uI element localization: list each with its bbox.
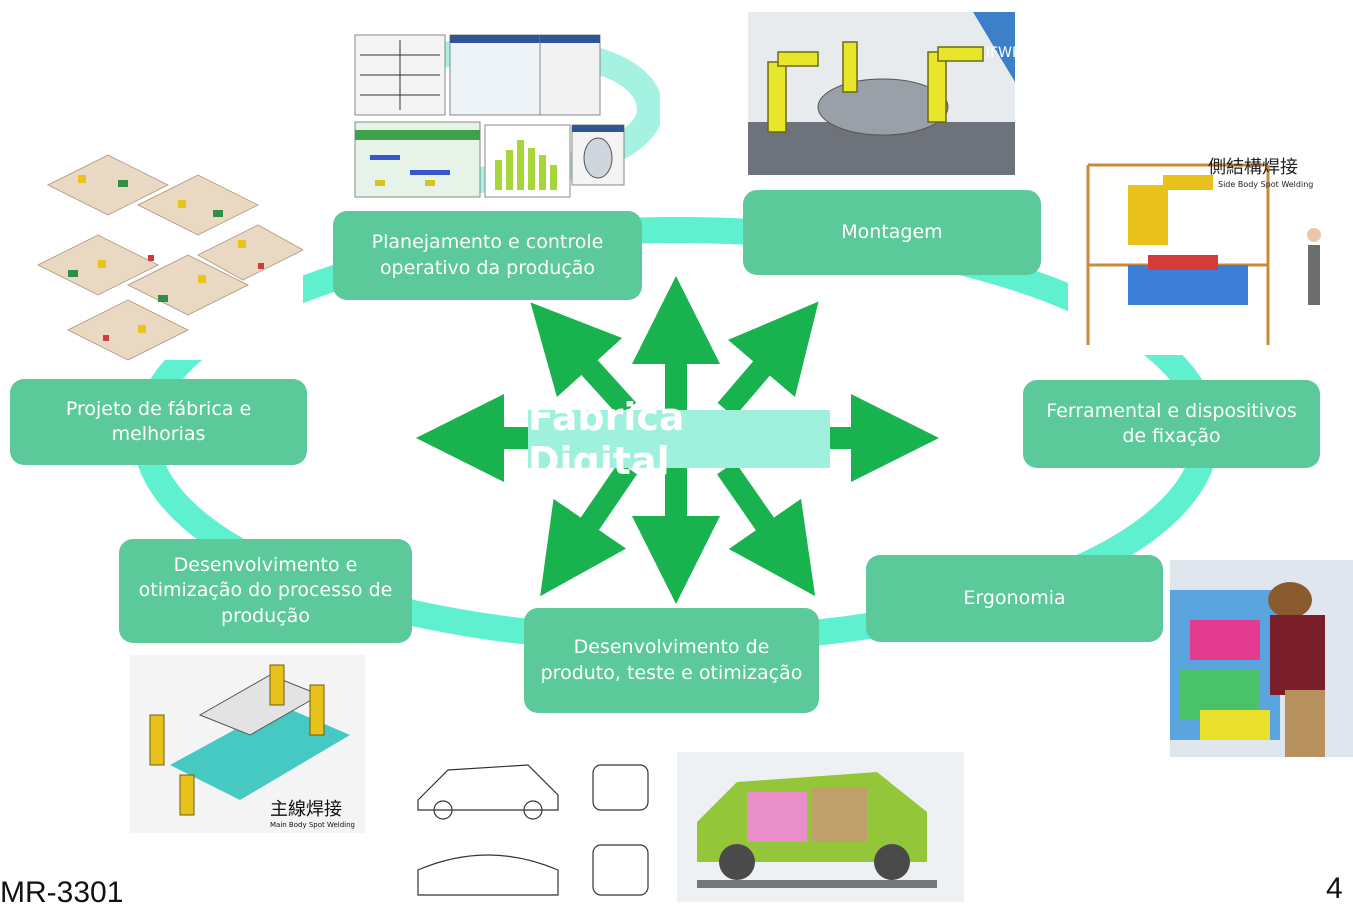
flag-label: IFWE bbox=[986, 45, 1015, 61]
side-welding-en: Side Body Spot Welding bbox=[1218, 180, 1313, 189]
arrow-up-left bbox=[530, 302, 637, 418]
crash-test-image bbox=[677, 752, 964, 902]
side-welding-cn: 側結構焊接 bbox=[1208, 157, 1298, 178]
arrow-up-right bbox=[717, 301, 819, 418]
node-desenvolvimento-produto: Desenvolvimento de produto, teste e otim… bbox=[524, 608, 819, 713]
main-welding-image: 主線焊接 Main Body Spot Welding bbox=[130, 655, 365, 833]
arrow-down-left bbox=[540, 461, 638, 597]
factory-layout-image bbox=[28, 145, 303, 360]
main-welding-cn: 主線焊接 bbox=[270, 799, 342, 820]
footer-code: MR-3301 bbox=[0, 876, 124, 909]
side-welding-image: 側結構焊接 Side Body Spot Welding bbox=[1068, 145, 1343, 355]
node-ferramental: Ferramental e dispositivos de fixação bbox=[1023, 380, 1320, 468]
assembly-robots-image: IFWE bbox=[748, 12, 1015, 175]
car-technical-drawing bbox=[408, 750, 670, 910]
node-montagem: Montagem bbox=[743, 190, 1041, 275]
page-number: 4 bbox=[1326, 872, 1343, 905]
node-desenvolvimento-processo: Desenvolvimento e otimização do processo… bbox=[119, 539, 412, 643]
center-label: Fábrica Digital bbox=[528, 395, 830, 483]
node-projeto-fabrica: Projeto de fábrica e melhorias bbox=[10, 379, 307, 465]
ergonomics-image bbox=[1170, 560, 1353, 757]
main-welding-en: Main Body Spot Welding bbox=[270, 821, 355, 829]
planning-software-image bbox=[350, 30, 660, 205]
arrow-down-right bbox=[716, 461, 816, 597]
node-planejamento: Planejamento e controle operativo da pro… bbox=[333, 211, 642, 300]
node-ergonomia: Ergonomia bbox=[866, 555, 1163, 642]
